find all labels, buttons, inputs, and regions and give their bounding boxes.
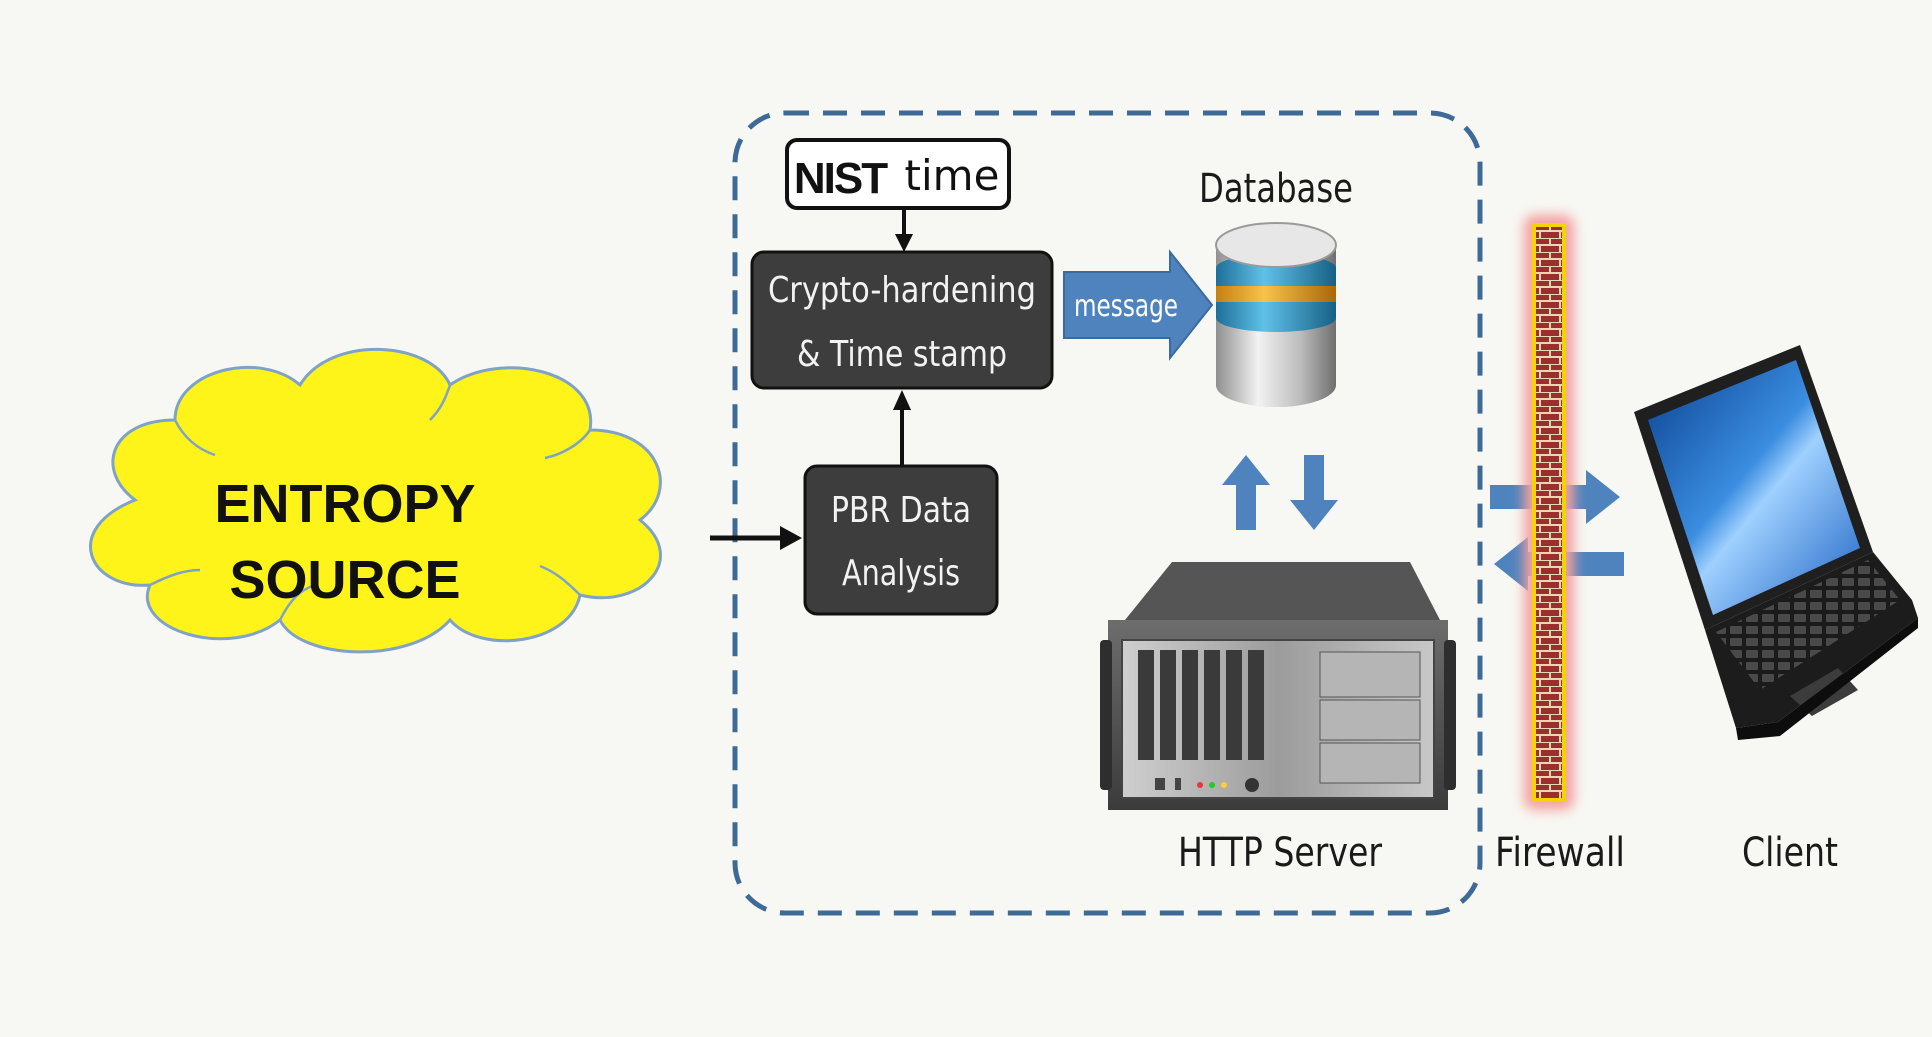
database-label: Database: [1199, 166, 1353, 212]
client-label: Client: [1742, 830, 1838, 876]
crypto-line-1: Crypto-hardening: [768, 270, 1036, 311]
pbr-line-2: Analysis: [842, 553, 960, 594]
system-boundary: [732, 110, 1483, 916]
message-arrow: message: [1063, 249, 1214, 361]
pbr-data-analysis-box: PBR Data Analysis: [803, 464, 999, 616]
entropy-line-1: ENTROPY: [214, 474, 475, 534]
database-icon: [1215, 222, 1337, 407]
entropy-line-2: SOURCE: [229, 550, 460, 610]
message-label: message: [1074, 289, 1178, 324]
db-server-arrows: [1222, 455, 1338, 530]
nist-time-logo: NIST time: [785, 138, 1011, 210]
entropy-source-cloud: ENTROPY SOURCE: [89, 347, 662, 654]
http-server-icon: [1100, 562, 1456, 810]
pbr-to-crypto-arrow: [893, 390, 911, 466]
firewall-icon: [1524, 215, 1574, 810]
crypto-hardening-box: Crypto-hardening & Time stamp: [750, 250, 1054, 390]
crypto-line-2: & Time stamp: [797, 334, 1007, 375]
pbr-line-1: PBR Data: [831, 490, 971, 531]
http-server-label: HTTP Server: [1178, 830, 1382, 876]
nist-logo-text: NIST: [794, 154, 888, 203]
nist-to-crypto-arrow: [895, 208, 913, 252]
nist-time-word: time: [905, 151, 1000, 200]
firewall-label: Firewall: [1495, 830, 1625, 876]
client-laptop-icon: [1634, 345, 1918, 740]
entropy-to-pbr-arrow: [710, 526, 802, 550]
